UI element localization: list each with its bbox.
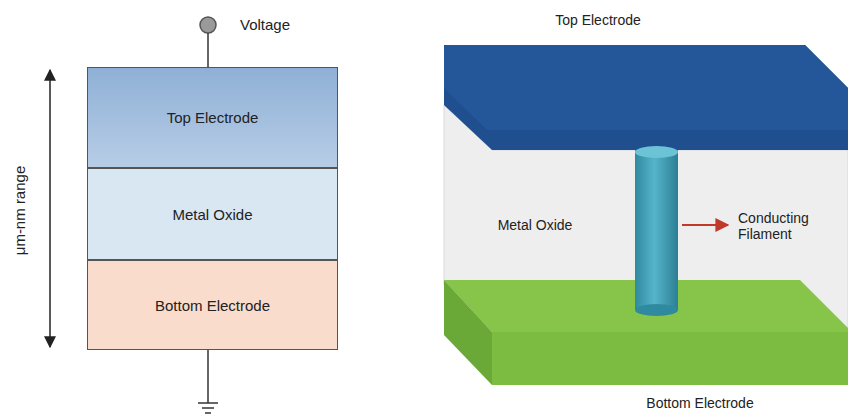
voltage-terminal	[200, 17, 216, 33]
bottom-electrode-front	[492, 332, 848, 385]
conducting-filament	[635, 150, 678, 310]
top-electrode-face	[444, 45, 848, 130]
top-electrode-slab	[444, 45, 848, 150]
callout-label: Conducting Filament	[738, 210, 838, 242]
part-label: Bottom Electrode	[646, 395, 753, 411]
part-label: Metal Oxide	[498, 217, 573, 233]
wire	[207, 33, 209, 67]
dimension-label: μm-nm range	[12, 165, 29, 255]
metal-oxide-box: Metal Oxide	[87, 168, 338, 260]
wire	[207, 350, 209, 403]
layer-label: Metal Oxide	[172, 206, 252, 223]
bottom-electrode-side	[444, 280, 492, 385]
top-electrode-box: Top Electrode	[87, 67, 338, 168]
ground-symbol	[198, 403, 218, 413]
dimension-arrow	[49, 70, 51, 347]
bottom-electrode-box: Bottom Electrode	[87, 260, 338, 350]
leader-arrow	[682, 224, 728, 226]
filament-base	[635, 304, 678, 316]
part-label: Top Electrode	[555, 12, 641, 28]
filament-top	[635, 146, 678, 158]
layer-label: Top Electrode	[167, 109, 259, 126]
voltage-label: Voltage	[240, 16, 290, 33]
layer-label: Bottom Electrode	[155, 297, 270, 314]
